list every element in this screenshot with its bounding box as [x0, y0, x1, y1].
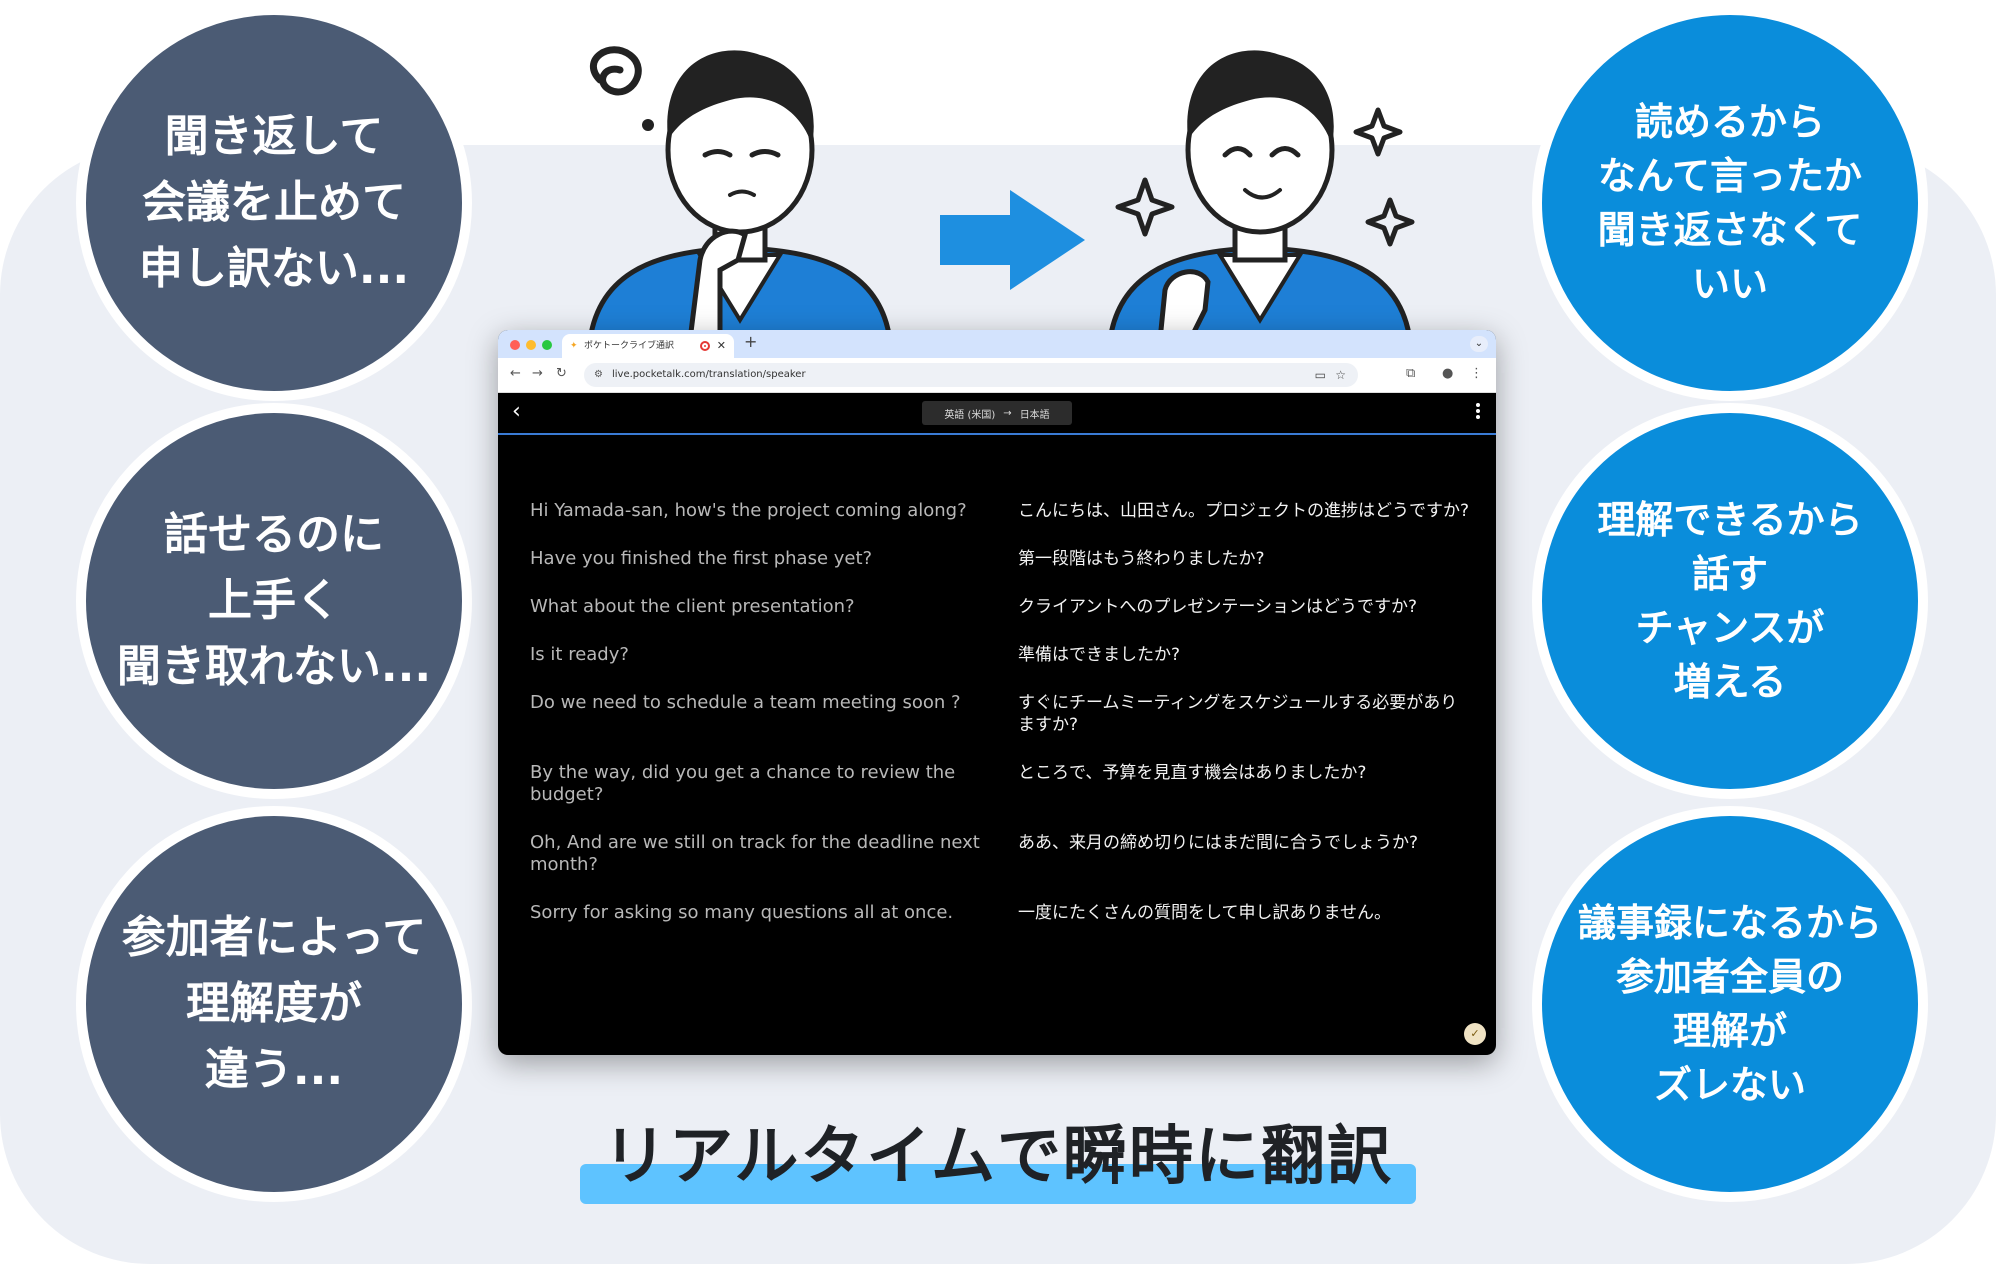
japanese-line: 一度にたくさんの質問をして申し訳ありません。	[1018, 903, 1391, 923]
headline: リアルタイムで瞬時に翻訳	[602, 1120, 1394, 1194]
concern-bubble-2: 話せるのに 上手く 聞き取れない...	[76, 403, 472, 799]
japanese-line: 準備はできましたか?	[1018, 645, 1181, 665]
japanese-line: ああ、来月の締め切りにはまだ間に合うでしょうか?	[1018, 833, 1419, 853]
concern-bubble-3: 参加者によって 理解度が 違う...	[76, 806, 472, 1202]
back-chevron-icon[interactable]: ‹	[512, 399, 521, 424]
benefit-bubble-2: 理解できるから 話す チャンスが 増える	[1532, 403, 1928, 799]
recording-icon	[700, 341, 710, 351]
profile-avatar-icon[interactable]: ●	[1442, 366, 1454, 381]
app-header: ‹ 英語 (米国) → 日本語	[498, 393, 1496, 435]
japanese-line: こんにちは、山田さん。プロジェクトの進捗はどうですか?	[1018, 501, 1470, 521]
transcript-row: By the way, did you get a chance to revi…	[530, 762, 1470, 806]
url-field[interactable]: ⚙ live.pocketalk.com/translation/speaker…	[584, 363, 1358, 387]
english-line: Have you finished the first phase yet?	[530, 548, 873, 569]
maximize-window-button[interactable]	[542, 340, 552, 350]
english-line: By the way, did you get a chance to revi…	[530, 762, 956, 805]
new-tab-icon[interactable]: +	[744, 332, 758, 351]
happy-person-illustration	[1107, 50, 1415, 340]
back-nav-icon[interactable]: ←	[510, 366, 521, 381]
english-line: What about the client presentation?	[530, 596, 855, 617]
tab-title: ポケトークライブ通訳	[584, 341, 675, 351]
assistant-fab-icon[interactable]: ✓	[1464, 1023, 1486, 1045]
transcript-row: What about the client presentation? クライア…	[530, 596, 1470, 618]
transcript-row: Do we need to schedule a team meeting so…	[530, 692, 1470, 736]
bookmark-star-icon[interactable]: ☆	[1335, 368, 1346, 382]
concern-text-1: 聞き返して 会議を止めて 申し訳ない...	[138, 111, 410, 294]
cast-icon[interactable]: ▭	[1314, 368, 1326, 382]
transcript-row: Have you finished the first phase yet? 第…	[530, 548, 1470, 570]
japanese-line: すぐにチームミーティングをスケジュールする必要がありますか?	[1018, 693, 1458, 735]
minimize-window-button[interactable]	[526, 340, 536, 350]
benefit-text-2: 理解できるから 話す チャンスが 増える	[1597, 498, 1863, 704]
english-line: Is it ready?	[530, 644, 629, 665]
japanese-line: 第一段階はもう終わりましたか?	[1018, 549, 1265, 569]
transcript-row: Oh, And are we still on track for the de…	[530, 832, 1470, 876]
english-line: Do we need to schedule a team meeting so…	[530, 692, 961, 713]
browser-menu-icon[interactable]: ⋮	[1470, 366, 1483, 381]
close-window-button[interactable]	[510, 340, 520, 350]
concern-text-2: 話せるのに 上手く 聞き取れない...	[116, 509, 432, 692]
japanese-line: ところで、予算を見直す機会はありましたか?	[1018, 763, 1367, 783]
more-options-icon[interactable]	[1476, 401, 1482, 421]
benefit-bubble-3: 議事録になるから 参加者全員の 理解が ズレない	[1532, 806, 1928, 1202]
target-language: 日本語	[1019, 409, 1050, 421]
worried-person-illustration	[587, 46, 893, 340]
benefit-text-1: 読めるから なんて言ったか 聞き返さなくて いい	[1597, 100, 1863, 306]
headline-underline	[580, 1164, 1416, 1204]
transcript-list: Hi Yamada-san, how's the project coming …	[530, 500, 1470, 950]
transcript-row: Sorry for asking so many questions all a…	[530, 902, 1470, 924]
right-arrow-icon	[940, 190, 1085, 290]
url-text: live.pocketalk.com/translation/speaker	[612, 369, 806, 380]
english-line: Oh, And are we still on track for the de…	[530, 832, 980, 875]
browser-tab[interactable]: ✦ ポケトークライブ通訳 ✕	[562, 334, 734, 358]
tab-bar: ✦ ポケトークライブ通訳 ✕ + ⌄	[498, 330, 1496, 358]
english-line: Hi Yamada-san, how's the project coming …	[530, 500, 967, 521]
source-language: 英語 (米国)	[944, 409, 996, 421]
transcript-row: Hi Yamada-san, how's the project coming …	[530, 500, 1470, 522]
english-line: Sorry for asking so many questions all a…	[530, 902, 954, 923]
forward-nav-icon[interactable]: →	[532, 366, 543, 381]
tab-search-icon[interactable]: ⌄	[1470, 336, 1488, 352]
japanese-line: クライアントへのプレゼンテーションはどうですか?	[1018, 597, 1418, 617]
concern-bubble-1: 聞き返して 会議を止めて 申し訳ない...	[76, 5, 472, 401]
browser-window: ✦ ポケトークライブ通訳 ✕ + ⌄ ← → ↻ ⚙ live.pocketal…	[498, 330, 1496, 1055]
arrow-right-icon: →	[1003, 407, 1012, 419]
language-selector[interactable]: 英語 (米国) → 日本語	[922, 401, 1072, 425]
reload-icon[interactable]: ↻	[556, 366, 567, 381]
benefit-bubble-1: 読めるから なんて言ったか 聞き返さなくて いい	[1532, 5, 1928, 401]
benefit-text-3: 議事録になるから 参加者全員の 理解が ズレない	[1577, 901, 1882, 1107]
concern-text-3: 参加者によって 理解度が 違う...	[121, 912, 427, 1095]
close-tab-icon[interactable]: ✕	[716, 339, 726, 352]
extensions-icon[interactable]: ⧉	[1406, 366, 1416, 381]
address-bar: ← → ↻ ⚙ live.pocketalk.com/translation/s…	[498, 358, 1496, 393]
pocketalk-logo-icon: ✦	[570, 341, 578, 351]
site-info-icon[interactable]: ⚙	[594, 369, 603, 380]
transcript-row: Is it ready? 準備はできましたか?	[530, 644, 1470, 666]
